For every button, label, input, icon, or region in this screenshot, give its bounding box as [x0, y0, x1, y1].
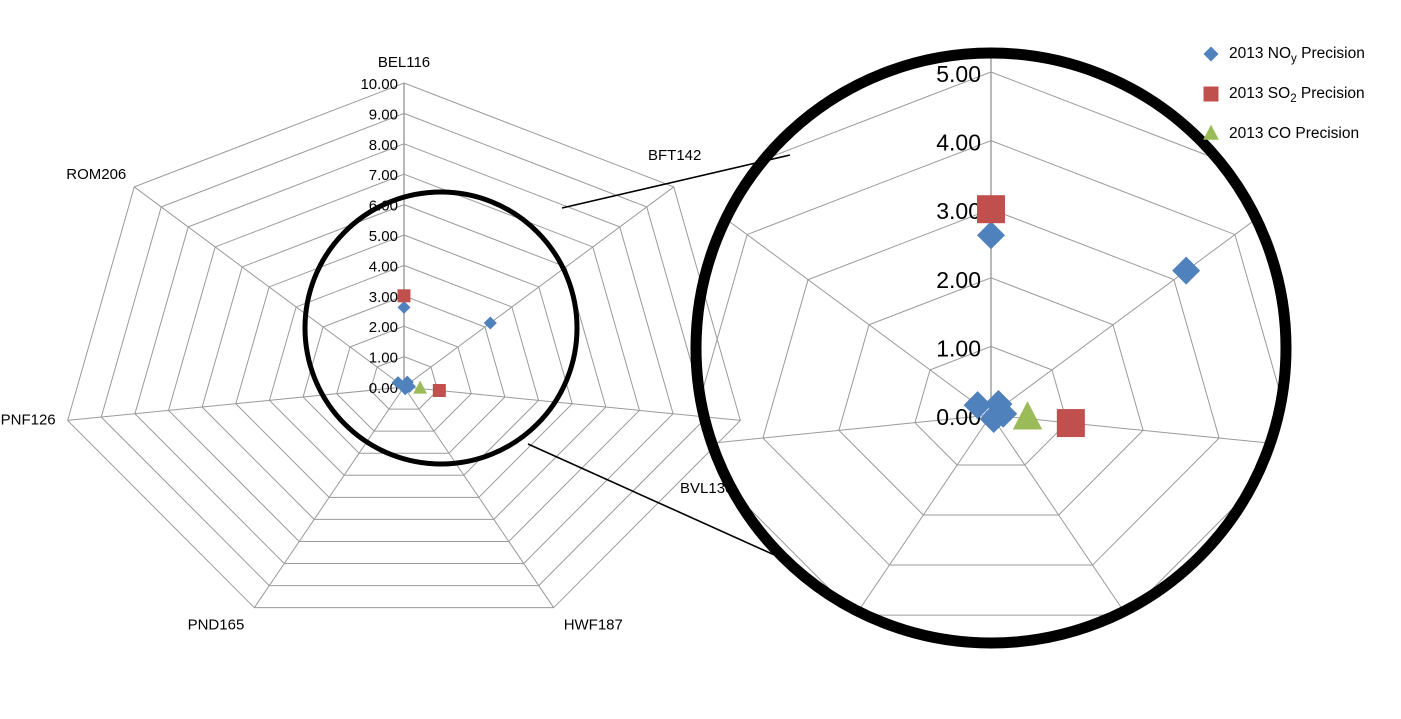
magnified-data-point-2013-noy-precision-BEL116 [977, 221, 1005, 250]
main-tick-label: 0.00 [369, 380, 398, 397]
category-label-PNF126: PNF126 [1, 411, 56, 428]
main-tick-label: 3.00 [369, 289, 398, 306]
legend-marker-diamond-icon [1203, 46, 1219, 62]
data-point-2013-so2-precision-BEL116 [397, 289, 411, 303]
magnified-tick-label: 4.00 [936, 130, 981, 156]
data-point-2013-noy-precision-PNF126 [402, 379, 416, 393]
magnifier-source-circle [302, 189, 580, 467]
data-point-2013-co-precision-BVL130 [413, 380, 427, 394]
grid-ring [100, 112, 708, 587]
legend-marker-triangle-icon [1203, 124, 1219, 140]
axis-spoke-HWF187 [990, 414, 1281, 638]
main-tick-label: 8.00 [369, 137, 398, 154]
magnified-tick-label: 3.00 [936, 198, 981, 224]
magnified-content: 0.001.002.003.004.005.00 [701, 58, 1281, 638]
main-tick-label: 10.00 [360, 76, 398, 93]
data-point-2013-noy-precision-ROM206 [391, 376, 405, 390]
grid-ring [369, 356, 439, 410]
category-label-PND165: PND165 [188, 617, 245, 634]
axis-spoke-BFT142 [990, 58, 1281, 416]
legend-item-1[interactable]: 2013 SO2 Precision [1203, 85, 1365, 105]
grid-ring [268, 264, 540, 476]
data-point-2013-noy-precision-BEL116 [397, 300, 411, 314]
grid-ring [914, 345, 1068, 466]
legend-label-0: 2013 NOy Precision [1229, 45, 1365, 65]
magnified-data-point-2013-so2-precision-BEL116 [977, 195, 1005, 224]
axis-spoke-BVL130 [403, 386, 741, 421]
main-tick-label: 7.00 [369, 167, 398, 184]
magnified-data-point-2013-co-precision-BVL130 [1012, 401, 1043, 430]
grid-ring [134, 143, 674, 565]
magnifier-callout-lines [527, 154, 791, 563]
data-point-2013-noy-precision-BFT142 [483, 316, 497, 330]
magnified-data-point-2013-noy-precision-BFT142 [1172, 256, 1201, 285]
magnified-tick-label: 1.00 [936, 335, 981, 361]
magnified-data-point-2013-noy-precision-PNF126 [989, 399, 1018, 428]
callout-line-top [561, 154, 791, 209]
axis-spoke-PND165 [701, 414, 992, 638]
main-tick-label: 1.00 [369, 350, 398, 367]
magnified-data-point-2013-noy-precision-ROM206 [963, 391, 992, 420]
axis-spoke-PNF126 [67, 386, 405, 421]
legend-item-2[interactable]: 2013 CO Precision [1203, 124, 1359, 142]
main-tick-label: 9.00 [369, 106, 398, 123]
legend-marker-square-icon [1203, 86, 1219, 102]
main-radar-plot: 0.001.002.003.004.005.006.007.008.009.00… [1, 54, 741, 634]
magnified-radar-plot: 0.001.002.003.004.005.00 [701, 58, 1281, 638]
category-label-ROM206: ROM206 [66, 166, 126, 183]
grid-ring [336, 325, 472, 432]
main-tick-label: 2.00 [369, 319, 398, 336]
legend-label-1: 2013 SO2 Precision [1229, 85, 1365, 105]
axis-spoke-BFT142 [403, 186, 675, 388]
callout-line-bottom [527, 443, 791, 563]
magnified-tick-label: 5.00 [936, 61, 981, 87]
legend-label-2: 2013 CO Precision [1229, 125, 1359, 142]
grid-ring [67, 82, 741, 609]
category-label-BFT142: BFT142 [648, 147, 701, 164]
grid-ring [701, 140, 1281, 616]
category-label-BVL130: BVL130 [680, 480, 733, 497]
data-point-2013-so2-precision-BVL130 [432, 384, 446, 398]
magnified-tick-label: 2.00 [936, 267, 981, 293]
magnifier-lens-circle [690, 47, 1292, 649]
axis-spoke-BVL130 [990, 414, 1281, 493]
main-tick-label: 5.00 [369, 228, 398, 245]
grid-ring [302, 295, 506, 454]
axis-spoke-ROM206 [701, 58, 992, 416]
grid-ring [235, 234, 573, 498]
axis-spoke-PNF126 [701, 414, 992, 493]
main-tick-label: 4.00 [369, 258, 398, 275]
grid-ring [167, 173, 641, 542]
category-label-BEL116: BEL116 [378, 54, 430, 71]
axis-spoke-HWF187 [403, 386, 555, 608]
axis-spoke-PND165 [253, 386, 405, 608]
chart-legend: 2013 NOy Precision 2013 SO2 Precision 2013… [1203, 45, 1365, 142]
grid-ring [762, 208, 1220, 566]
axis-spoke-ROM206 [133, 186, 405, 388]
legend-item-0[interactable]: 2013 NOy Precision [1203, 45, 1365, 65]
category-label-HWF187: HWF187 [564, 617, 623, 634]
grid-ring [838, 277, 1144, 516]
magnified-data-point-2013-so2-precision-BVL130 [1056, 409, 1085, 438]
